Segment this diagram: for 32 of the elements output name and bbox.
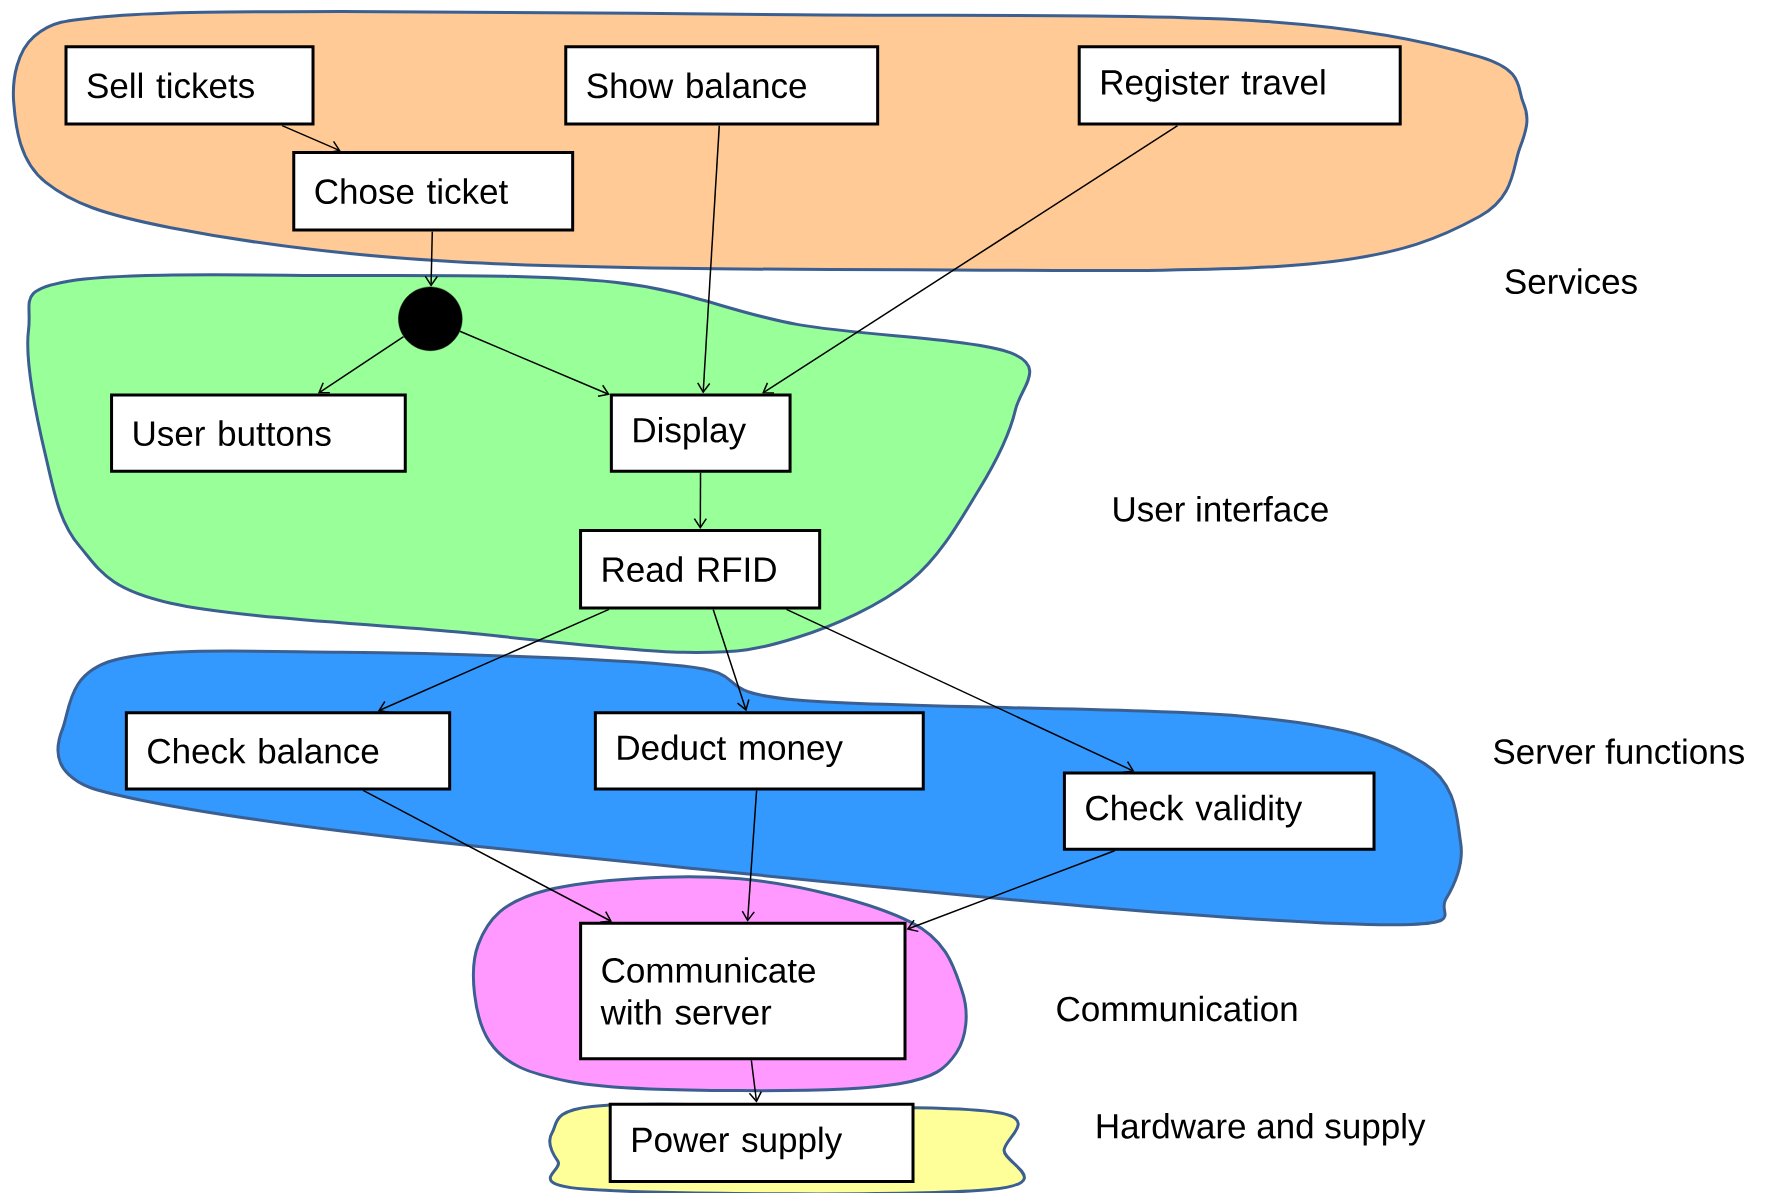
process-box: Sell tickets [64,45,315,126]
arrow [697,124,721,394]
arrow [317,335,405,394]
region-label: User interface [1114,496,1328,522]
process-box: Read RFID [579,529,822,610]
process-box: Chose ticket [292,151,575,232]
process-box: User buttons [110,393,407,473]
region-label: Services [1505,268,1637,295]
arrow [362,789,613,923]
arrow [712,608,750,712]
arrow [748,1059,763,1103]
arrow [785,608,1135,774]
process-box: Show balance [564,45,880,126]
process-box: Deduct money [593,711,925,791]
region-label: Communication [1057,995,1297,1022]
start-dot [398,286,463,351]
process-box: Power supply [608,1102,915,1184]
arrow [693,472,708,529]
process-box: Display [609,393,792,473]
arrow [424,230,438,287]
process-box: Communicate with server [579,921,907,1061]
arrow [741,789,758,922]
process-box: Register travel [1077,45,1402,126]
arrow [459,330,610,398]
arrow [762,124,1179,394]
arrow [281,124,341,154]
process-box: Check balance [124,711,452,791]
process-box: Check validity [1062,771,1376,851]
region-label: Server functions [1493,738,1744,765]
arrow [906,850,1116,933]
arrow [377,608,610,714]
region-label: Hardware and supply [1097,1113,1426,1146]
